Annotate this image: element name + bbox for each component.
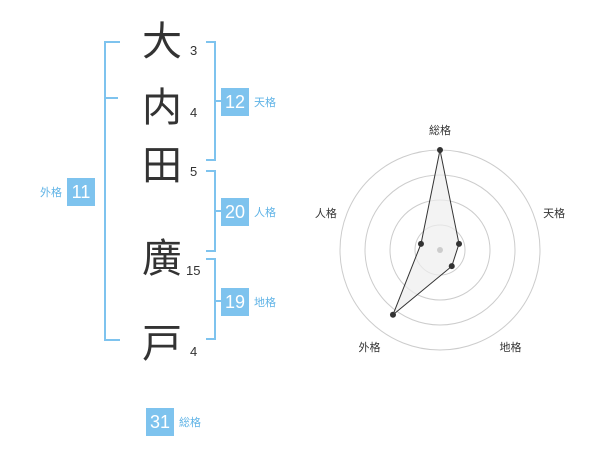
radar-point-1 [437,147,443,153]
radar-axis-label-2: 天格 [543,206,565,220]
jinkaku-value: 20 [221,198,249,226]
chikaku-badge: 19 地格 [221,288,276,316]
stroke-count-4: 15 [186,263,201,278]
radar-point-3 [448,263,455,270]
chikaku-label: 地格 [254,296,276,309]
gaikaku-bracket [104,41,120,341]
radar-axis-label-4: 外格 [358,340,380,354]
radar-point-2 [456,240,463,247]
tenkaku-bracket-tick [214,100,221,102]
chikaku-bracket [206,258,216,340]
stroke-count-5: 4 [190,344,198,359]
gaikaku-value: 11 [67,178,95,206]
gaikaku-badge: 外格 11 [40,178,95,206]
radar-center-dot [437,247,443,253]
tenkaku-value: 12 [221,88,249,116]
radar-point-4 [389,311,396,318]
radar-points [389,147,463,318]
stroke-count-3: 5 [190,164,198,179]
chikaku-bracket-tick [214,300,221,302]
radar-axis-label-3: 地格 [500,340,522,354]
stroke-count-2: 4 [190,105,198,120]
gaikaku-bracket-tick [104,97,118,99]
soukaku-value: 31 [146,408,174,436]
radar-data-area [392,149,460,316]
name-char-4: 廣 [142,236,182,282]
radar-point-5 [417,240,424,247]
gaikaku-label: 外格 [40,186,62,199]
name-char-1: 大 [142,19,182,65]
stroke-count-1: 3 [190,43,198,58]
jinkaku-label: 人格 [254,206,276,219]
name-char-2: 内 [142,85,182,131]
soukaku-label: 総格 [179,416,201,429]
name-char-3: 田 [142,143,182,189]
radar-axis-label-5: 人格 [315,206,337,220]
jinkaku-bracket-tick [214,210,221,212]
soukaku-badge: 31 総格 [146,408,201,436]
jinkaku-badge: 20 人格 [221,198,276,226]
chikaku-value: 19 [221,288,249,316]
radar-axis-label-1: 総格 [429,123,451,137]
tenkaku-label: 天格 [254,96,276,109]
tenkaku-badge: 12 天格 [221,88,276,116]
name-char-5: 戸 [142,321,182,367]
